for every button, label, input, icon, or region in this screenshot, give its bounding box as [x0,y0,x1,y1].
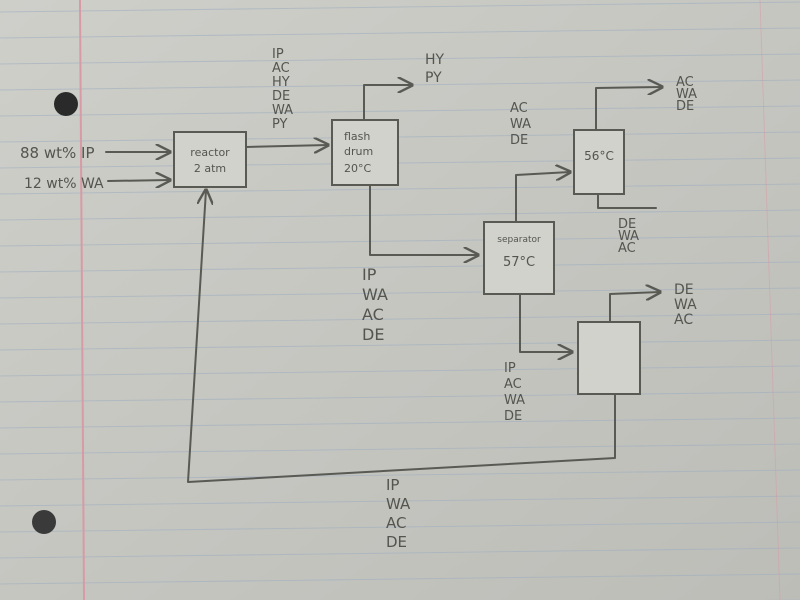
binder-hole [54,92,78,116]
margin-line [79,0,85,600]
column-56c-top-arrow [595,87,662,131]
ruled-line [0,183,800,195]
component-label: DE [510,133,528,148]
separator-temperature: 57°C [503,255,535,270]
component-label: AC [386,514,406,532]
separator-label: separator [497,235,541,245]
feed-ip-label: 88 wt% IP [20,144,95,162]
component-label: DE [618,217,636,232]
component-label: AC [676,75,694,90]
component-label: IP [272,47,284,62]
component-label: WA [510,117,531,132]
binder-hole [32,510,56,534]
column-56c-temperature: 56°C [584,149,614,163]
component-label: AC [510,101,528,116]
flash-drum-temperature: 20°C [344,162,371,175]
right-margin-line [759,0,781,600]
reactor-label: reactor [190,146,230,159]
ruled-line [0,105,800,117]
component-label: AC [674,312,693,328]
component-label: AC [362,305,384,324]
component-label: WA [386,495,411,513]
component-label: HY [425,52,445,68]
component-label: DE [504,409,522,424]
component-label: PY [272,117,288,132]
ruled-line [0,339,800,351]
ruled-line [0,443,800,455]
column-2-unit [577,321,641,395]
ruled-line [0,495,800,507]
ruled-line [0,53,800,65]
column-2-top-arrow [609,292,660,323]
ruled-line [0,547,800,559]
component-label: AC [272,61,290,76]
component-label: PY [425,70,442,86]
ruled-line [0,209,800,221]
component-label: IP [386,476,399,494]
component-label: AC [618,241,636,256]
component-label: WA [618,229,639,244]
ruled-line [0,157,800,169]
component-label: WA [362,285,388,304]
component-label: HY [272,75,290,90]
separator-top-arrow [515,172,570,223]
ruled-line [0,469,800,481]
ruled-line [0,287,800,299]
ruled-line [0,313,800,325]
component-label: WA [272,103,293,118]
ruled-line [0,235,800,247]
column-56c-unit: 56°C [573,129,625,195]
component-label: DE [362,325,384,344]
flash-vapor-arrow [363,85,412,121]
flash-drum-label-1: flash [344,130,370,143]
ruled-line [0,261,800,273]
flash-drum-unit: flash drum 20°C [331,119,399,186]
flash-vapor-stream-labels: HY PY [425,52,445,86]
feed-wa-label: 12 wt% WA [24,176,104,192]
ruled-line [0,391,800,403]
ruled-line [0,573,800,585]
separator-unit: separator 57°C [483,221,555,295]
component-label: WA [676,87,697,102]
ruled-line [0,1,800,13]
component-label: AC [504,377,522,392]
recycle-arrow [187,190,616,483]
flash-liquid-arrow [369,184,478,255]
ruled-line [0,417,800,429]
component-label: DE [674,282,694,298]
ruled-line [0,131,800,143]
component-label: DE [676,99,694,114]
separator-bottom-arrow [519,293,572,352]
ruled-line [0,521,800,533]
component-label: DE [386,533,407,551]
component-label: WA [504,393,525,408]
flash-drum-label-2: drum [344,145,373,158]
reactor-to-flash-arrow [245,145,328,147]
ruled-line [0,27,800,39]
ruled-line [0,365,800,377]
column-56c-bottom-line [597,193,657,209]
component-label: IP [362,265,377,284]
component-label: WA [674,297,697,313]
reactor-pressure: 2 atm [194,162,226,175]
component-label: DE [272,89,290,104]
feed-wa-arrow [107,180,170,181]
reactor-unit: reactor 2 atm [173,131,247,188]
component-label: IP [504,361,516,376]
